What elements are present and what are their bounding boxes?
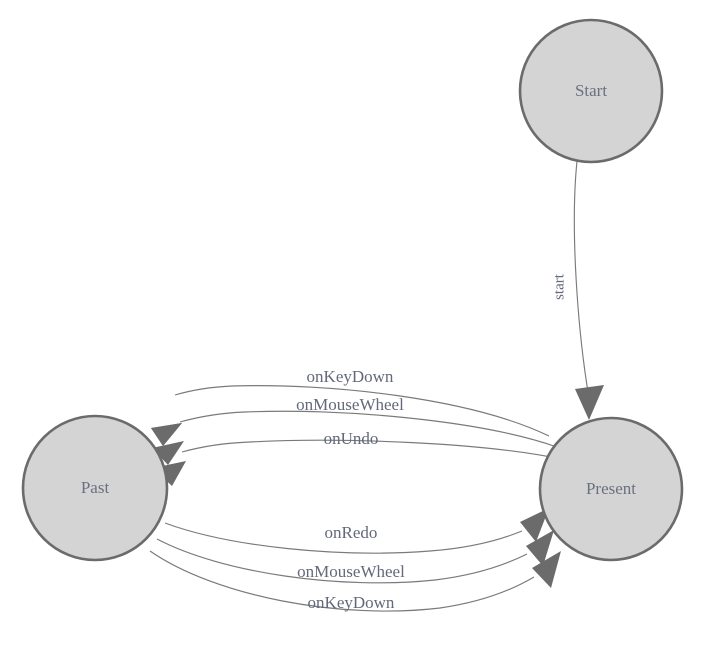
edge-onmousewheel-bottom-label: onMouseWheel [297,562,405,581]
edge-start-path [573,160,589,393]
edge-start[interactable]: start [551,160,604,420]
edge-onkeydown-bottom-label: onKeyDown [308,593,395,612]
edge-onkeydown-top-path [174,385,550,437]
node-past[interactable]: Past [21,414,169,562]
edge-onmousewheel-bottom-arrowhead [526,530,554,566]
edge-onmousewheel-top-path [179,410,558,448]
edge-onredo-label: onRedo [325,523,378,542]
edge-onundo[interactable]: onUndo [153,429,562,486]
edge-onkeydown-top-label: onKeyDown [307,367,394,386]
edge-onundo-path [181,439,562,460]
edge-onkeydown-top[interactable]: onKeyDown [151,367,550,446]
edge-onredo-arrowhead [520,508,549,542]
node-start[interactable]: Start [518,18,664,164]
node-past-circle [21,414,169,562]
edge-onmousewheel-top[interactable]: onMouseWheel [152,395,558,465]
edge-onmousewheel-bottom-path [156,538,528,584]
node-present-circle [538,416,684,562]
edge-onundo-label: onUndo [324,429,379,448]
node-present[interactable]: Present [538,416,684,562]
edge-start-label: start [551,273,567,300]
edge-onmousewheel-top-label: onMouseWheel [296,395,404,414]
edge-onmousewheel-top-arrowhead [152,441,184,465]
edge-onredo[interactable]: onRedo [164,508,549,554]
edge-onkeydown-bottom[interactable]: onKeyDown [149,550,561,612]
node-past-label: Past [81,478,110,497]
edge-onredo-path [164,522,523,554]
edge-onmousewheel-bottom[interactable]: onMouseWheel [156,530,554,584]
edge-onkeydown-bottom-path [149,550,535,612]
node-start-circle [518,18,664,164]
edge-onkeydown-bottom-arrowhead [532,551,561,588]
edge-onkeydown-top-arrowhead-tail [151,423,182,446]
node-start-label: Start [575,81,607,100]
node-present-label: Present [586,479,636,498]
edge-start-arrowhead [575,385,604,420]
